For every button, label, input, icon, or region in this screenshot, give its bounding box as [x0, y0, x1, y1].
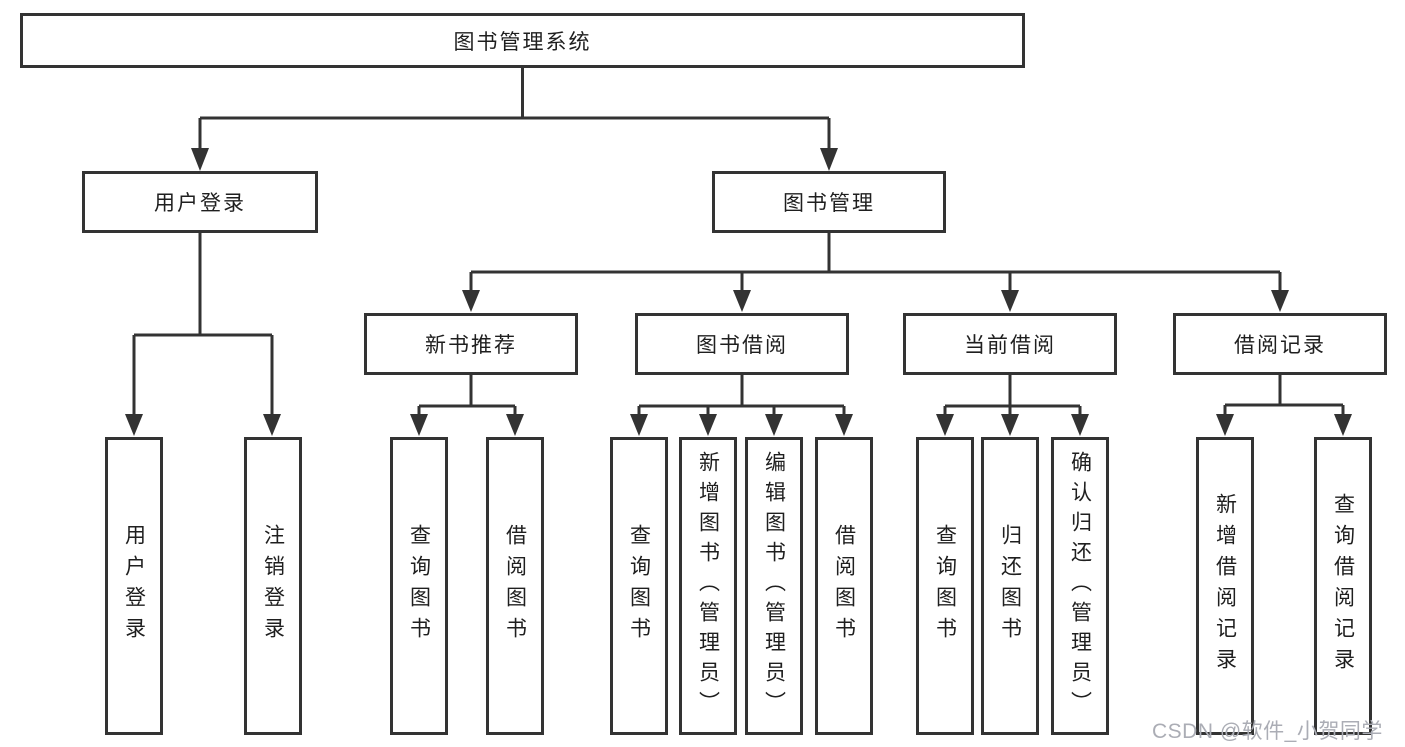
arrowhead — [820, 148, 838, 171]
leaf-add-book-admin-label: 新增图书（管理员） — [696, 451, 720, 721]
node-borrow-records: 借阅记录 — [1173, 313, 1387, 375]
leaf-edit-book-admin-label: 编辑图书（管理员） — [762, 451, 786, 721]
connector-book-borrowing — [637, 374, 846, 417]
arrowhead — [835, 414, 853, 436]
arrowhead — [462, 290, 480, 312]
arrowhead — [410, 414, 428, 436]
arrowhead — [1216, 414, 1234, 436]
leaf-user-login-label: 用户登录 — [122, 524, 146, 648]
node-root-system: 图书管理系统 — [20, 13, 1025, 68]
node-book-borrowing: 图书借阅 — [635, 313, 849, 375]
leaf-confirm-return-admin-label: 确认归还（管理员） — [1068, 451, 1092, 721]
leaf-query-books-recommend-label: 查询图书 — [407, 524, 431, 648]
leaf-borrow-books-borrowing-label: 借阅图书 — [832, 524, 856, 648]
node-current-borrowing-label: 当前借阅 — [964, 334, 1056, 357]
arrowheads — [125, 148, 1352, 436]
leaf-edit-book-admin: 编辑图书（管理员） — [745, 437, 803, 735]
arrowhead — [506, 414, 524, 436]
node-new-book-recommend-label: 新书推荐 — [425, 334, 517, 357]
leaf-user-login: 用户登录 — [105, 437, 163, 735]
node-new-book-recommend: 新书推荐 — [364, 313, 578, 375]
leaf-query-books-borrowing-label: 查询图书 — [627, 524, 651, 648]
node-borrow-records-label: 借阅记录 — [1234, 334, 1326, 357]
leaf-query-borrow-record-label: 查询借阅记录 — [1331, 493, 1355, 679]
arrowhead — [191, 148, 209, 171]
arrowhead — [125, 414, 143, 436]
watermark-text: CSDN @软件_小贺同学 — [1152, 720, 1383, 743]
leaf-return-books: 归还图书 — [981, 437, 1039, 735]
leaf-query-books-current: 查询图书 — [916, 437, 974, 735]
arrowhead — [936, 414, 954, 436]
node-root-system-label: 图书管理系统 — [453, 30, 592, 54]
leaf-query-books-current-label: 查询图书 — [933, 524, 957, 648]
leaf-add-book-admin: 新增图书（管理员） — [679, 437, 737, 735]
leaf-logout: 注销登录 — [244, 437, 302, 735]
node-user-login: 用户登录 — [82, 171, 318, 233]
leaf-borrow-books-recommend: 借阅图书 — [486, 437, 544, 735]
arrowhead — [263, 414, 281, 436]
arrowhead — [1271, 290, 1289, 312]
leaf-add-borrow-record: 新增借阅记录 — [1196, 437, 1254, 735]
node-user-login-label: 用户登录 — [154, 192, 246, 215]
connector-new-book-recommend — [417, 374, 517, 417]
arrowhead — [630, 414, 648, 436]
connector-root — [198, 67, 831, 150]
connector-current-borrowing — [943, 374, 1082, 417]
node-book-management: 图书管理 — [712, 171, 946, 233]
leaf-add-borrow-record-label: 新增借阅记录 — [1213, 493, 1237, 679]
arrowhead — [699, 414, 717, 436]
arrowhead — [1334, 414, 1352, 436]
leaf-return-books-label: 归还图书 — [998, 524, 1022, 648]
connector-borrow-records — [1223, 374, 1345, 417]
node-book-borrowing-label: 图书借阅 — [696, 334, 788, 357]
leaf-logout-label: 注销登录 — [261, 524, 285, 648]
connector-book-management — [469, 232, 1282, 292]
node-current-borrowing: 当前借阅 — [903, 313, 1117, 375]
leaf-confirm-return-admin: 确认归还（管理员） — [1051, 437, 1109, 735]
leaf-borrow-books-borrowing: 借阅图书 — [815, 437, 873, 735]
leaf-query-books-recommend: 查询图书 — [390, 437, 448, 735]
arrowhead — [1001, 290, 1019, 312]
arrowhead — [1071, 414, 1089, 436]
leaf-borrow-books-recommend-label: 借阅图书 — [503, 524, 527, 648]
arrowhead — [1001, 414, 1019, 436]
arrowhead — [733, 290, 751, 312]
leaf-query-borrow-record: 查询借阅记录 — [1314, 437, 1372, 735]
leaf-query-books-borrowing: 查询图书 — [610, 437, 668, 735]
connector-user-login — [132, 232, 274, 416]
node-book-management-label: 图书管理 — [783, 192, 875, 215]
arrowhead — [765, 414, 783, 436]
